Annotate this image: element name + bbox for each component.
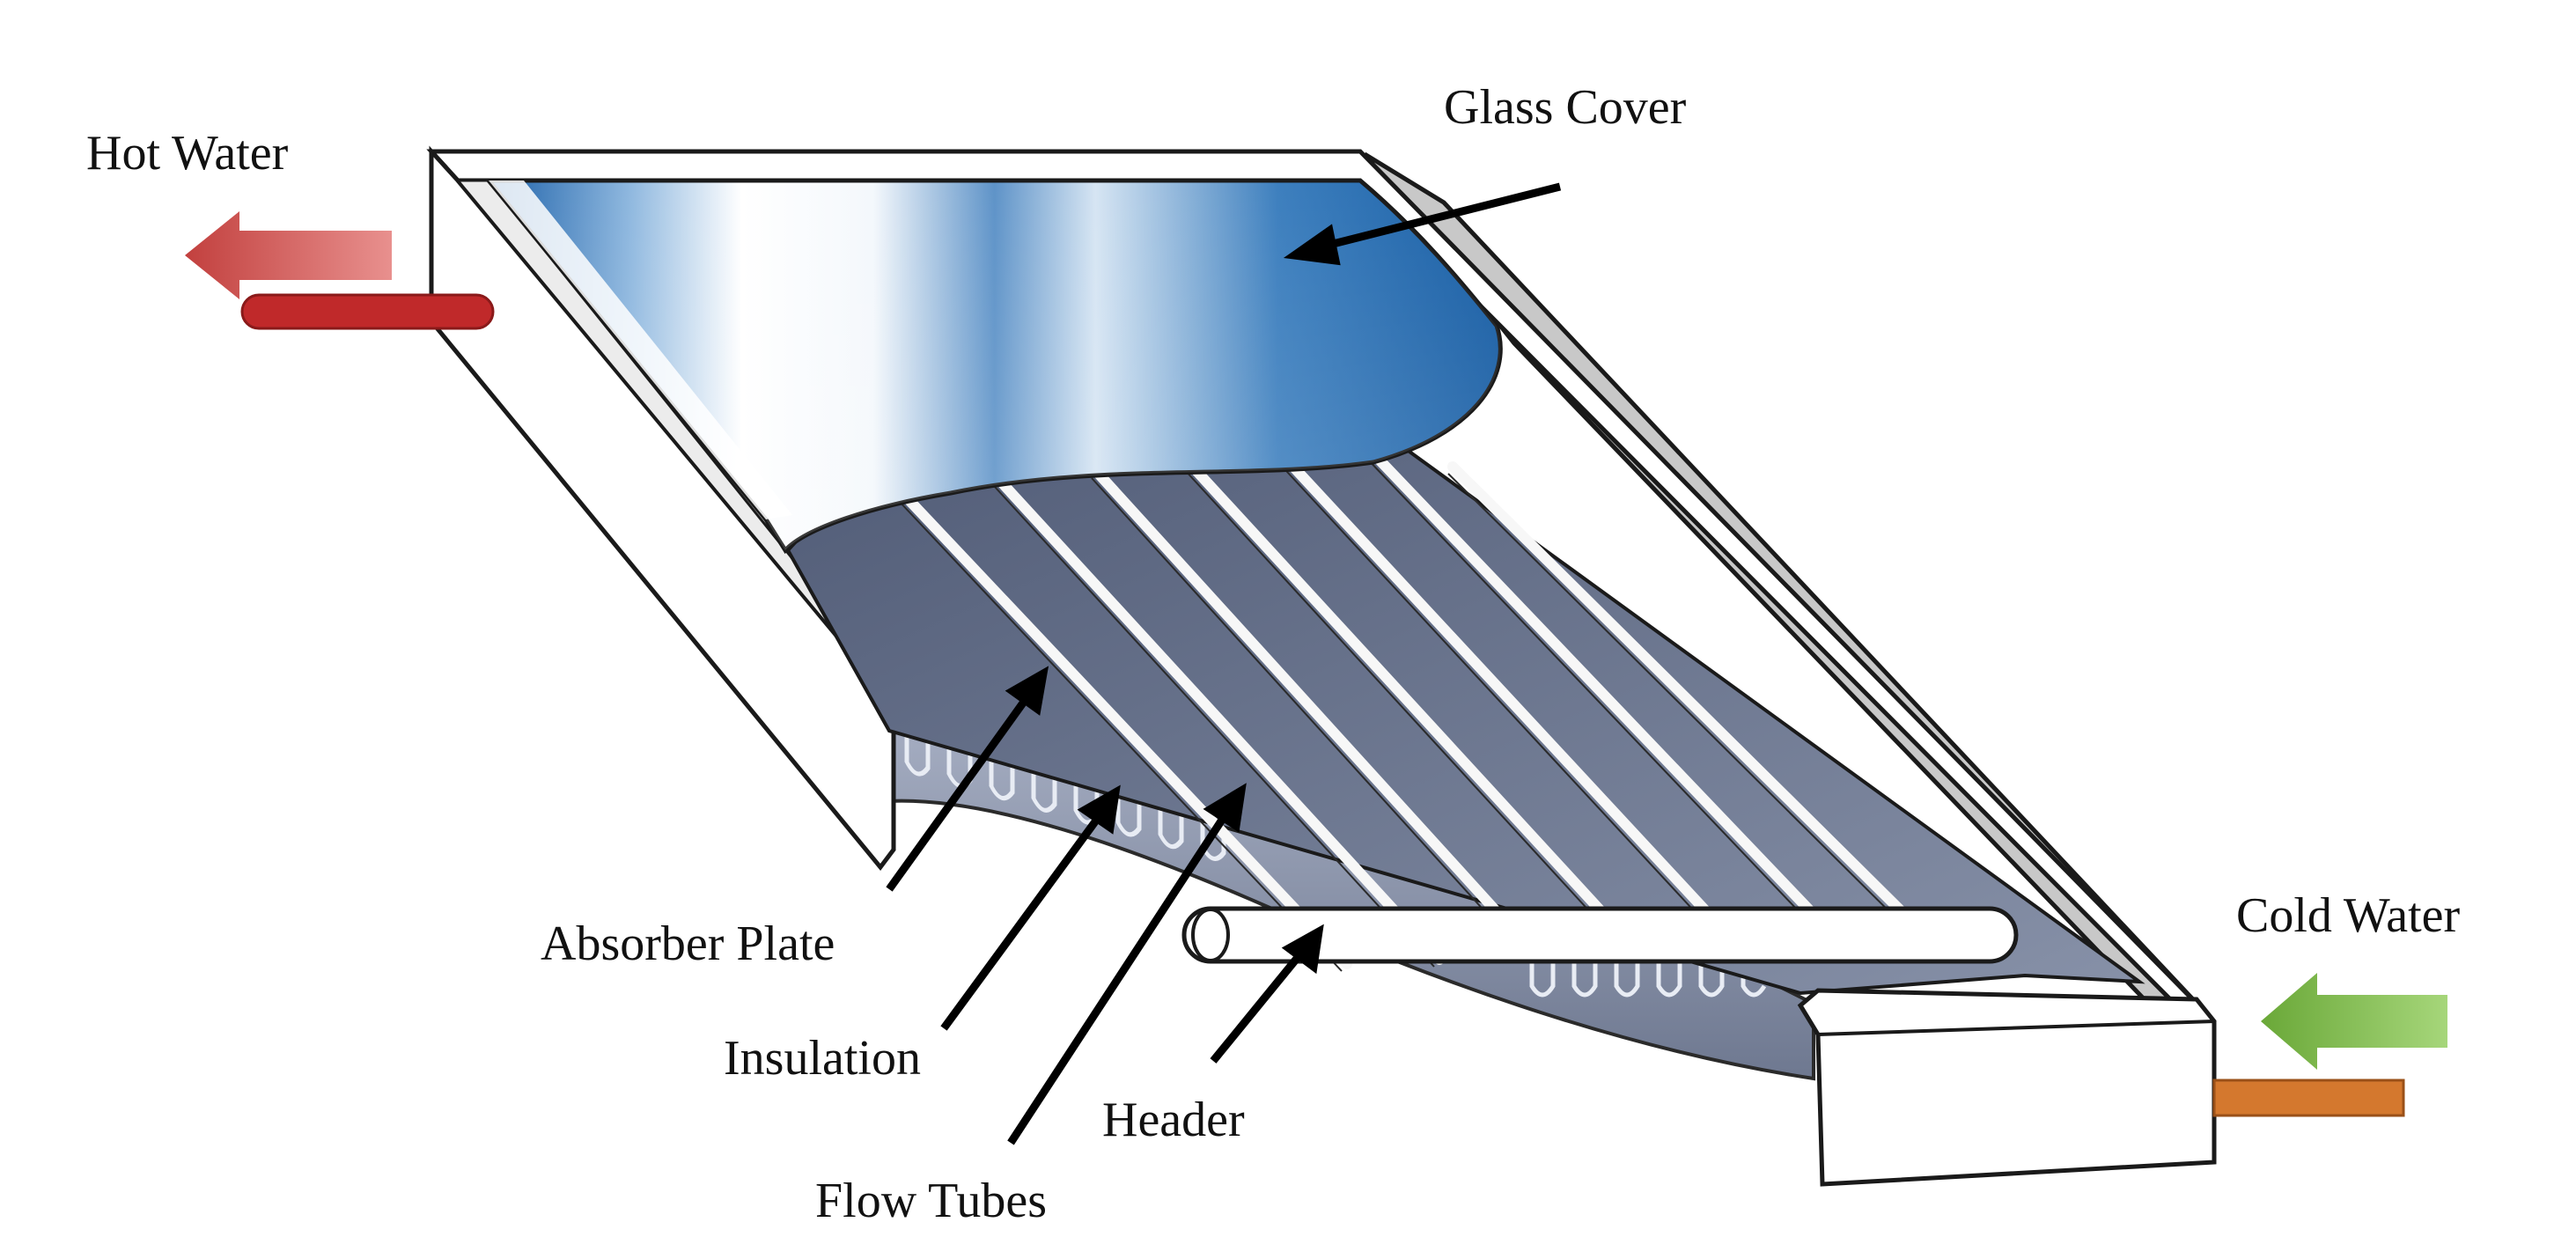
flow-tubes — [897, 444, 1938, 969]
header-pointer — [1210, 948, 1306, 1064]
glass-cover-label: Glass Cover — [1444, 80, 1687, 135]
header-pipe — [1181, 906, 2019, 964]
flow-tubes-label: Flow Tubes — [815, 1174, 1047, 1228]
glass-left-edge — [489, 180, 792, 519]
flow-tubes-arrowhead — [1203, 783, 1247, 833]
hot-water-label: Hot Water — [86, 126, 289, 180]
insulation-pointer — [940, 812, 1104, 1031]
insulation-label: Insulation — [724, 1031, 921, 1086]
flow-tubes-pointer — [1007, 812, 1229, 1145]
insulation-arrowhead — [1077, 784, 1121, 835]
header-arrowhead — [1281, 924, 1324, 975]
absorber-plate-label: Absorber Plate — [541, 917, 835, 971]
flow-tube — [1091, 466, 1542, 961]
flow-tube — [1183, 457, 1643, 956]
flow-tube — [1364, 444, 1845, 947]
glass-cover-arrowhead — [1283, 224, 1341, 266]
flow-tube — [1276, 448, 1744, 952]
flow-tube — [1447, 461, 1938, 947]
cold-water-arrow-icon — [2261, 973, 2447, 1070]
header-label: Header — [1102, 1093, 1245, 1147]
flow-tube — [897, 488, 1352, 969]
cold-water-pipe — [2212, 1079, 2405, 1117]
absorber-plate-pointer — [886, 693, 1032, 892]
glass-cover-pointer — [1321, 182, 1562, 251]
callout-arrows — [886, 182, 1562, 1145]
frame-bottom-box — [1797, 988, 2217, 1187]
flow-tube — [994, 475, 1445, 965]
hot-water-arrow-icon — [185, 211, 392, 299]
hot-water-pipe — [240, 293, 495, 330]
absorber-plate-arrowhead — [1005, 666, 1049, 716]
cold-water-label: Cold Water — [2236, 888, 2461, 943]
